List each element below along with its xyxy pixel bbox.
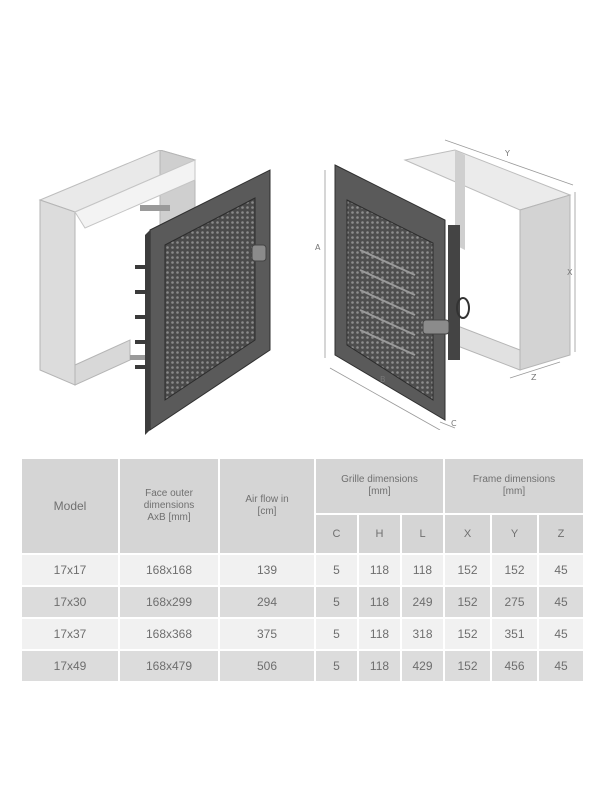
dimension-label-a: A — [315, 243, 321, 252]
header-grille-line-1: Grille dimensions — [341, 474, 418, 485]
cell-model: 17x37 — [22, 619, 118, 649]
cell-h: 118 — [359, 619, 400, 649]
header-face-line-1: Face outer — [145, 488, 193, 499]
cell-c: 5 — [316, 651, 357, 681]
spec-table: Model Face outer dimensions AxB [mm] Air… — [20, 457, 585, 683]
cell-airflow: 506 — [220, 651, 314, 681]
cell-z: 45 — [539, 651, 584, 681]
header-x: X — [445, 515, 490, 553]
cell-y: 456 — [492, 651, 537, 681]
header-air-flow: Air flow in [cm] — [220, 459, 314, 553]
table-subheader-row: C H L X Y Z — [22, 515, 584, 553]
cell-model: 17x17 — [22, 555, 118, 585]
cell-h: 118 — [359, 587, 400, 617]
cell-face: 168x168 — [120, 555, 218, 585]
cell-c: 5 — [316, 619, 357, 649]
cell-y: 351 — [492, 619, 537, 649]
table-header-row: Model Face outer dimensions AxB [mm] Air… — [22, 459, 584, 553]
header-face-line-3: AxB [mm] — [147, 512, 191, 523]
cell-x: 152 — [445, 651, 490, 681]
cell-x: 152 — [445, 555, 490, 585]
grille-side-view-dimensioned-illustration: Y X Z A B C — [315, 139, 576, 430]
dimension-label-z: Z — [531, 373, 537, 382]
cell-model: 17x49 — [22, 651, 118, 681]
dimension-label-c: C — [451, 419, 457, 428]
header-c: C — [316, 515, 357, 553]
header-air-flow-line-2: [cm] — [257, 506, 277, 517]
table-row: 17x30 168x299 294 5 118 249 152 275 45 — [22, 587, 584, 617]
dimension-label-x: X — [567, 268, 573, 277]
cell-face: 168x479 — [120, 651, 218, 681]
cell-z: 45 — [539, 619, 584, 649]
cell-airflow: 294 — [220, 587, 314, 617]
header-z: Z — [539, 515, 584, 553]
header-grille-line-2: [mm] — [368, 486, 391, 497]
header-model: Model — [22, 459, 118, 553]
cell-model: 17x30 — [22, 587, 118, 617]
header-face-dimensions: Face outer dimensions AxB [mm] — [120, 459, 218, 553]
dimension-label-b: B — [380, 375, 386, 384]
cell-y: 275 — [492, 587, 537, 617]
cell-airflow: 139 — [220, 555, 314, 585]
table-row: 17x17 168x168 139 5 118 118 152 152 45 — [22, 555, 584, 585]
header-l: L — [402, 515, 443, 553]
header-frame-line-2: [mm] — [502, 486, 526, 497]
cell-h: 118 — [359, 555, 400, 585]
header-frame-line-1: Frame dimensions — [472, 474, 556, 485]
cell-l: 249 — [402, 587, 443, 617]
cell-c: 5 — [316, 587, 357, 617]
header-face-line-2: dimensions — [143, 500, 195, 511]
header-y: Y — [492, 515, 537, 553]
cell-y: 152 — [492, 555, 537, 585]
cell-x: 152 — [445, 587, 490, 617]
header-h: H — [359, 515, 400, 553]
cell-airflow: 375 — [220, 619, 314, 649]
grille-front-view-illustration — [38, 150, 271, 435]
cell-l: 429 — [402, 651, 443, 681]
cell-l: 118 — [402, 555, 443, 585]
header-grille-dimensions: Grille dimensions [mm] — [316, 459, 443, 513]
cell-h: 118 — [359, 651, 400, 681]
header-frame-dimensions: Frame dimensions [mm] — [445, 459, 584, 513]
table-row: 17x49 168x479 506 5 118 429 152 456 45 — [22, 651, 584, 681]
cell-z: 45 — [539, 587, 584, 617]
cell-c: 5 — [316, 555, 357, 585]
cell-face: 168x299 — [120, 587, 218, 617]
dimension-label-y: Y — [504, 149, 510, 158]
cell-z: 45 — [539, 555, 584, 585]
cell-x: 152 — [445, 619, 490, 649]
cell-l: 318 — [402, 619, 443, 649]
header-air-flow-line-1: Air flow in — [245, 494, 289, 505]
table-row: 17x37 168x368 375 5 118 318 152 351 45 — [22, 619, 584, 649]
cell-face: 168x368 — [120, 619, 218, 649]
